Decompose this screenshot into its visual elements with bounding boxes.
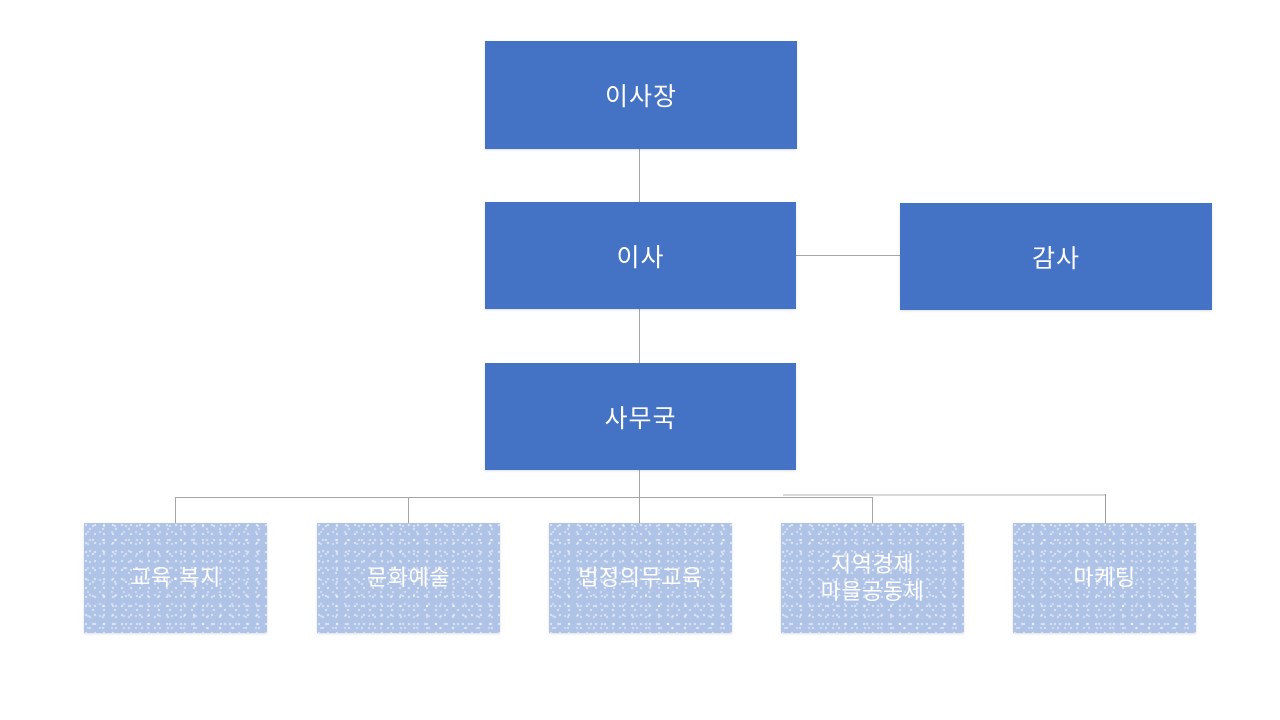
- org-node-education-welfare-label: 교육·복지: [130, 565, 221, 591]
- connector-drop-culture-arts: [408, 497, 409, 523]
- org-node-local-economy-village-community-label: 지역경제 마을공동체: [820, 551, 925, 605]
- connector-departments-rail-right: [783, 494, 1106, 496]
- connector-director-secretariat: [639, 309, 640, 363]
- connector-drop-marketing: [1105, 494, 1106, 523]
- org-node-marketing-label: 마케팅: [1073, 565, 1136, 591]
- org-node-education-welfare: 교육·복지: [84, 523, 267, 633]
- org-node-auditor: 감사: [900, 203, 1212, 310]
- org-node-culture-arts: 문화예술: [317, 523, 500, 633]
- org-node-legal-mandatory-education-label: 법정의무교육: [578, 565, 703, 591]
- connector-chairman-director: [639, 149, 640, 202]
- org-node-auditor-label: 감사: [1031, 244, 1080, 273]
- org-node-culture-arts-label: 문화예술: [367, 565, 450, 591]
- connector-director-auditor: [796, 255, 900, 256]
- org-node-local-economy-village-community: 지역경제 마을공동체: [781, 523, 964, 633]
- connector-drop-local-economy: [872, 497, 873, 523]
- org-node-secretariat: 사무국: [485, 363, 796, 470]
- org-node-secretariat-label: 사무국: [604, 404, 677, 433]
- org-node-legal-mandatory-education: 법정의무교육: [549, 523, 732, 633]
- org-node-chairman-label: 이사장: [604, 83, 677, 111]
- org-node-chairman: 이사장: [485, 41, 797, 149]
- connector-drop-education-welfare: [175, 497, 176, 523]
- connector-departments-rail: [175, 497, 873, 498]
- org-node-director: 이사: [485, 202, 796, 309]
- org-node-director-label: 이사: [616, 243, 665, 272]
- org-node-marketing: 마케팅: [1013, 523, 1196, 633]
- connector-secretariat-departments: [639, 470, 640, 523]
